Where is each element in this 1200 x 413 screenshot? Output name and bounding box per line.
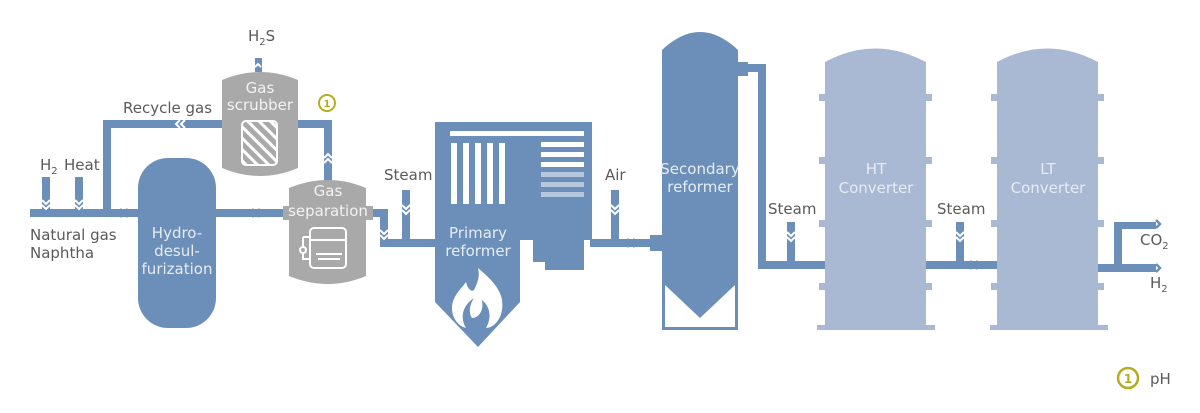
h2-input-label: H2 [40, 156, 58, 177]
svg-text:pH: pH [1150, 370, 1171, 388]
co2-output-label: CO2 [1140, 231, 1169, 252]
lt-label-1: LT [1040, 160, 1056, 178]
air-inlet-pipe [611, 190, 619, 242]
legend-ph: 1 pH [1116, 366, 1171, 390]
h2-outlet-pipe [1096, 264, 1156, 272]
air-label: Air [605, 166, 626, 184]
steam-label-2: Steam [768, 200, 816, 218]
separation-outlet-pipe-down [380, 209, 388, 247]
ht-label-1: HT [866, 160, 887, 178]
flow-chevrons [41, 62, 965, 243]
secondary-inlet-flange [650, 235, 664, 251]
ht-label-2: Converter [839, 179, 915, 197]
recycle-pipe [103, 120, 111, 216]
steam-inlet-pipe-2 [787, 222, 795, 264]
hydro-outlet-pipe [214, 209, 290, 217]
svg-text:1: 1 [324, 99, 331, 110]
scrubber-return-pipe [296, 120, 332, 128]
h2s-label: H2S [248, 27, 275, 48]
h2-output-label: H2 [1150, 274, 1168, 295]
feed-label-2: Naphtha [30, 244, 94, 262]
separation-outlet-pipe [366, 209, 388, 217]
steam-inlet-pipe-3 [956, 222, 964, 264]
secondary-label-1: Secondary [660, 160, 740, 178]
ht-converter [817, 48, 935, 330]
hydro-label-1: Hydro- [152, 224, 202, 242]
co2-outlet-pipe-top [1114, 222, 1156, 229]
separation-label-1: Gas [314, 182, 343, 200]
scrubber-label-1: Gas [246, 79, 275, 97]
scrubber-label-2: scrubber [227, 96, 294, 114]
heat-inlet-pipe [75, 177, 83, 213]
primary-label-2: reformer [445, 242, 511, 260]
hydro-label-2: desul- [154, 242, 200, 260]
recycle-pipe-top [103, 120, 225, 128]
reformer-tubes [450, 131, 584, 204]
steam-label: Steam [384, 166, 432, 184]
secondary-reformer-bed [665, 285, 735, 327]
secondary-outlet-pipe [736, 62, 748, 76]
flame-icon [452, 268, 503, 328]
secondary-reformer [662, 32, 738, 330]
secondary-outlet-pipe-down [758, 64, 766, 269]
flow-chevrons-outer [119, 208, 1162, 273]
ht-inlet-pipe [758, 261, 828, 269]
secondary-label-2: reformer [667, 178, 733, 196]
reformer-inlet-pipe [380, 239, 438, 247]
separation-flange [283, 206, 373, 220]
feed-pipe [30, 209, 142, 217]
reformer-outlet-pipe [590, 239, 652, 247]
steam-inlet-pipe [402, 190, 410, 242]
scrubber-return-pipe-down [324, 120, 332, 184]
feed-label: Natural gas [30, 226, 117, 244]
heat-input-label: Heat [64, 156, 100, 174]
scrubber-packing-icon [241, 120, 278, 166]
recycle-gas-label: Recycle gas [123, 99, 212, 117]
separator-icon [299, 227, 347, 269]
steam-label-3: Steam [937, 200, 985, 218]
h2-inlet-pipe [42, 177, 50, 213]
svg-text:1: 1 [1124, 372, 1132, 386]
co2-outlet-pipe [1114, 222, 1122, 268]
lt-label-2: Converter [1011, 179, 1087, 197]
hydro-label-3: furization [142, 260, 213, 278]
lt-converter [990, 48, 1108, 330]
ht-outlet-pipe [924, 261, 999, 269]
secondary-outlet-pipe-top [746, 64, 764, 72]
hydrodesulfurization-vessel [138, 158, 216, 328]
primary-label-1: Primary [449, 224, 507, 242]
separation-label-2: separation [288, 202, 368, 220]
ph-measurement-marker: 1 [318, 94, 336, 112]
